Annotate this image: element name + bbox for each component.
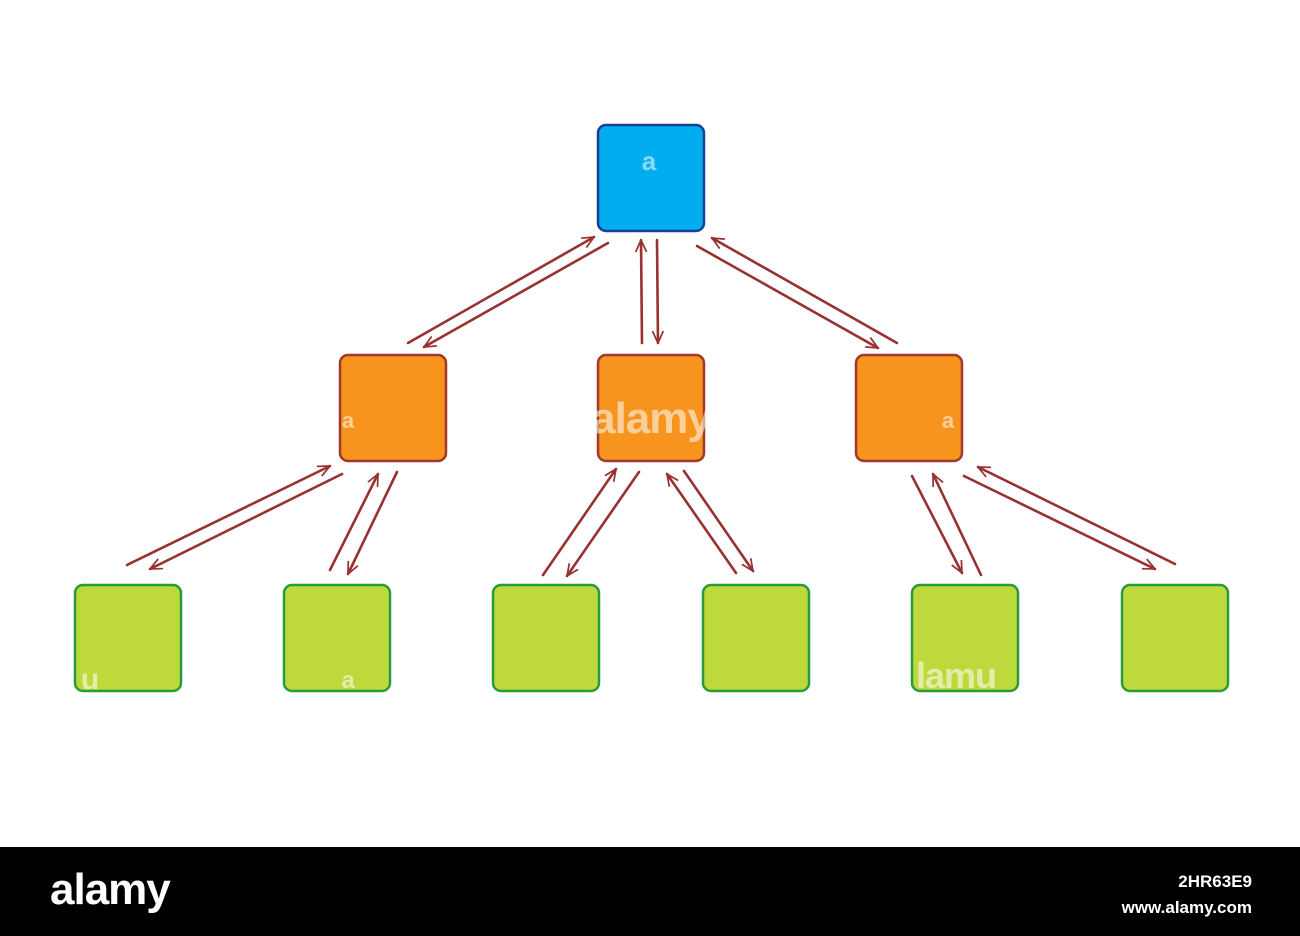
node-leaf-6	[1120, 583, 1230, 693]
arrow-root-mid3-down	[695, 244, 878, 350]
arrow-mid2-leaf3-down	[565, 470, 641, 576]
watermark-center: alamy	[591, 394, 712, 443]
arrow-root-mid2-up	[641, 238, 642, 345]
watermark-leaf-center: a	[341, 667, 355, 694]
arrow-mid3-leaf5-down	[910, 474, 964, 573]
node-leaf-1	[73, 583, 183, 693]
diagram-nodes	[73, 123, 1230, 693]
watermark-mid-right: a	[942, 408, 955, 433]
arrow-root-mid2-down	[657, 238, 658, 345]
watermark-overlay: a a alamy a u a lamu	[81, 146, 997, 696]
node-root	[596, 123, 706, 233]
connector-arrows	[125, 235, 1177, 577]
arrow-root-mid3-up	[712, 236, 899, 345]
node-leaf-4	[701, 583, 811, 693]
footer-logo: alamy	[50, 865, 171, 914]
node-mid-1	[338, 353, 448, 463]
node-mid-3	[854, 353, 964, 463]
arrow-mid1-leaf1-down	[150, 472, 344, 571]
watermark-leaf-right: lamu	[916, 655, 996, 696]
arrow-mid2-leaf3-up	[541, 469, 618, 577]
arrow-mid1-leaf2-up	[328, 474, 380, 572]
arrow-root-mid1-up	[406, 235, 594, 345]
node-leaf-5	[910, 583, 1020, 693]
hierarchy-diagram: a a alamy a u a lamu	[73, 123, 1230, 696]
arrow-mid2-leaf4-down	[682, 469, 755, 571]
watermark-leaf-left: u	[81, 663, 99, 696]
node-leaf-3	[491, 583, 601, 693]
arrow-mid1-leaf2-down	[346, 470, 399, 574]
watermark-mid-left: a	[342, 408, 355, 433]
watermark-top: a	[642, 146, 657, 176]
footer-image-id: 2HR63E9	[1178, 872, 1252, 891]
arrow-mid3-leaf5-up	[931, 474, 983, 577]
arrow-mid2-leaf4-up	[665, 474, 738, 575]
arrow-mid3-leaf6-up	[978, 465, 1177, 566]
arrow-mid1-leaf1-up	[125, 464, 330, 567]
footer-site: www.alamy.com	[1121, 898, 1252, 917]
node-mid-2	[596, 353, 706, 463]
arrow-mid3-leaf6-down	[962, 474, 1155, 571]
footer-image-info: 2HR63E9 www.alamy.com	[1122, 869, 1252, 921]
node-leaf-2	[282, 583, 392, 693]
arrow-root-mid1-down	[424, 241, 610, 349]
footer-bar: alamy 2HR63E9 www.alamy.com	[0, 847, 1300, 936]
